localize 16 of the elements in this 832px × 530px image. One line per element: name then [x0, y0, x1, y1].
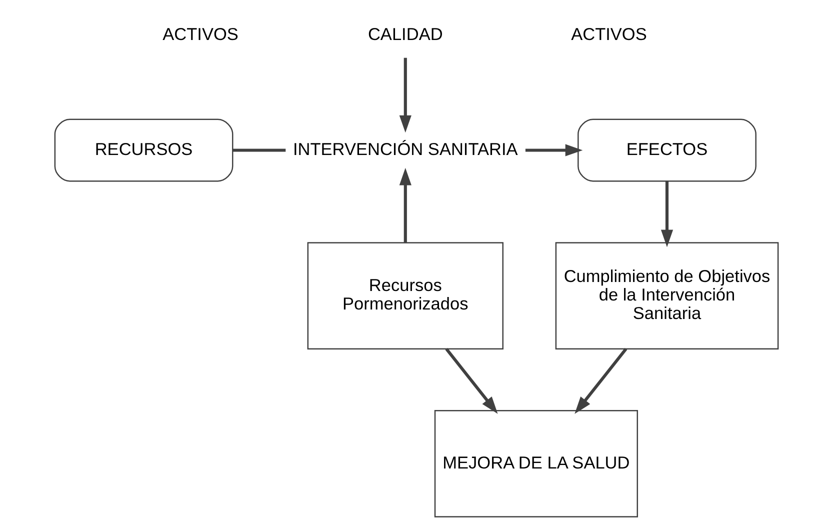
- connector: [232, 148, 286, 152]
- arrow: [660, 181, 673, 248]
- arrow: [524, 144, 582, 156]
- node-box: RECURSOS: [54, 118, 233, 182]
- node-text: INTERVENCIÓN SANITARIA: [292, 138, 518, 159]
- arrow: [398, 58, 411, 133]
- arrow: [444, 348, 498, 414]
- node-text: CALIDAD: [367, 24, 442, 44]
- arrow: [574, 348, 627, 414]
- node-box: Cumplimiento de Objetivos de la Intervención Sanitaria: [554, 242, 778, 350]
- node-box: Recursos Pormenorizados: [306, 242, 503, 350]
- arrow: [398, 168, 411, 242]
- label: ACTIVOS: [162, 24, 238, 44]
- node-box: MEJORA DE LA SALUD: [434, 410, 638, 518]
- node-box: EFECTOS: [577, 118, 756, 182]
- label: ACTIVOS: [570, 24, 646, 44]
